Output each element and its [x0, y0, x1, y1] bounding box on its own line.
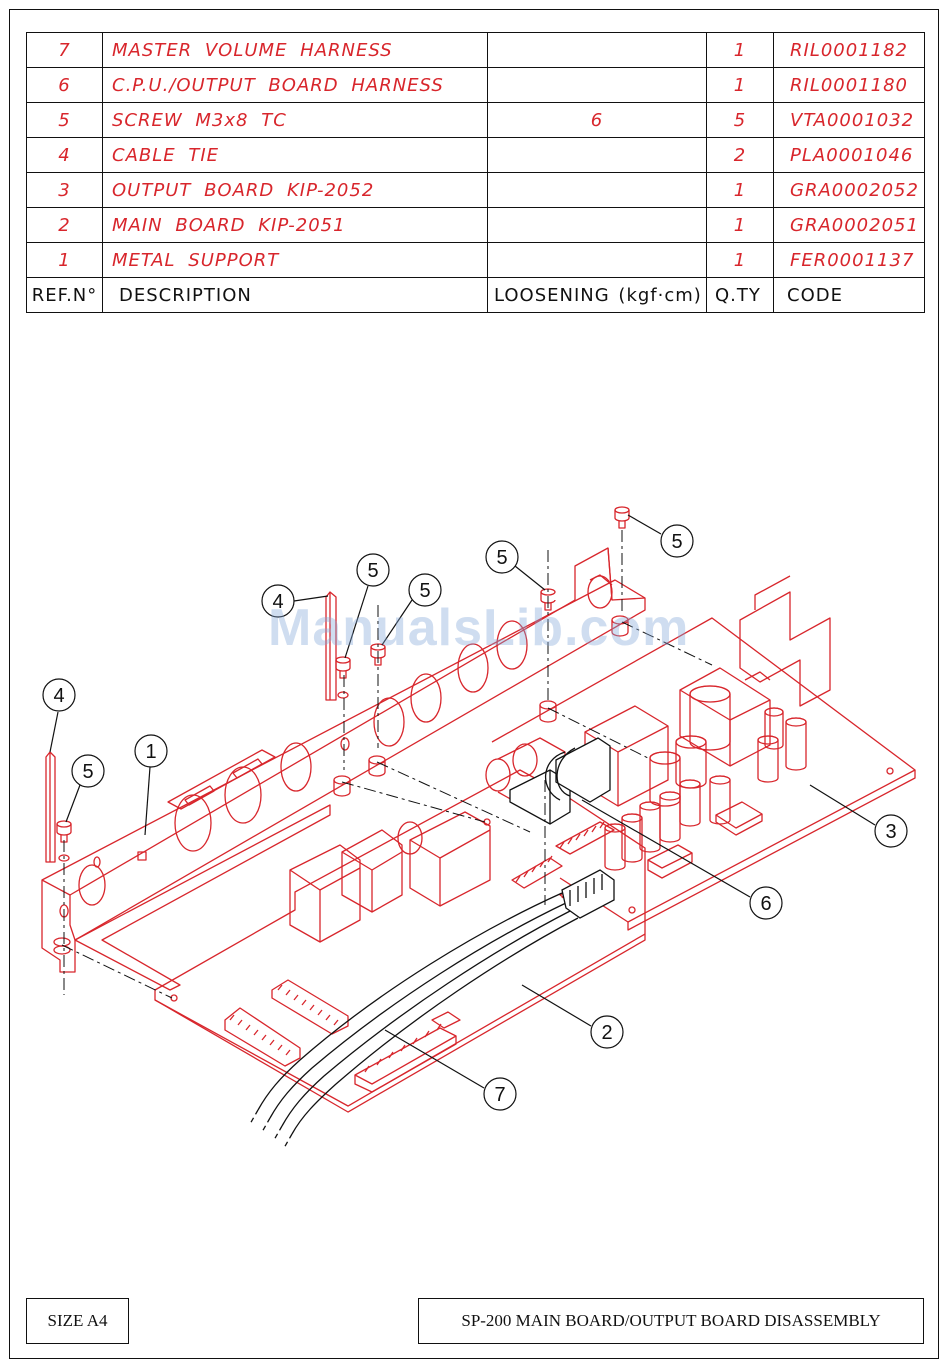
description-cell: SCREW M3x8 TC [102, 102, 488, 138]
parts-row: 5 SCREW M3x8 TC 6 5 VTA0001032 [26, 102, 925, 138]
callout-label: 5 [82, 761, 93, 783]
callout-bubble: 2 [521, 984, 624, 1049]
loosening-cell [487, 67, 707, 103]
parts-row: 1 METAL SUPPORT 1 FER0001137 [26, 242, 925, 278]
ref-cell: 3 [26, 172, 103, 208]
callout-label: 5 [367, 560, 378, 582]
description-cell: METAL SUPPORT [102, 242, 488, 278]
callout-bubble: 4 [261, 584, 329, 618]
screws [56, 506, 630, 862]
callout-label: 5 [671, 531, 682, 553]
header-qty: Q.TY [706, 277, 774, 313]
qty-cell: 1 [706, 242, 774, 278]
loosening-cell [487, 207, 707, 243]
callout-label: 3 [885, 821, 896, 843]
parts-row: 3 OUTPUT BOARD KIP-2052 1 GRA0002052 [26, 172, 925, 208]
qty-cell: 2 [706, 137, 774, 173]
sheet-size-box: SIZE A4 [26, 1298, 129, 1344]
screw [335, 656, 351, 679]
header-code: CODE [773, 277, 925, 313]
parts-row: 6 C.P.U./OUTPUT BOARD HARNESS 1 RIL00011… [26, 67, 925, 103]
callout-bubble: 5 [381, 573, 442, 646]
callouts: 4 5 1 4 5 5 5 [42, 514, 908, 1111]
callout-bubble: 5 [65, 754, 105, 823]
loosening-cell [487, 242, 707, 278]
callout-bubble: 5 [627, 514, 694, 558]
qty-cell: 1 [706, 67, 774, 103]
callout-bubble: 1 [134, 734, 168, 836]
sheet-size-label: SIZE A4 [47, 1311, 108, 1330]
parts-table-header: REF.N° DESCRIPTION LOOSENING (kgf·cm) Q.… [26, 277, 925, 313]
header-description: DESCRIPTION [102, 277, 488, 313]
main-board [154, 737, 646, 1113]
qty-cell: 1 [706, 32, 774, 68]
callout-label: 2 [601, 1022, 612, 1044]
callout-label: 4 [53, 685, 64, 707]
assembly-drawing [41, 506, 916, 1113]
parts-table: 7 MASTER VOLUME HARNESS 1 RIL0001182 6 C… [26, 32, 925, 313]
callout-bubble: 5 [344, 553, 390, 659]
callout-label: 7 [494, 1084, 505, 1106]
description-cell: OUTPUT BOARD KIP-2052 [102, 172, 488, 208]
loosening-cell [487, 137, 707, 173]
ref-cell: 6 [26, 67, 103, 103]
screw [614, 506, 630, 529]
header-loosening: LOOSENING (kgf·cm) [487, 277, 707, 313]
qty-cell: 1 [706, 172, 774, 208]
harnesses [249, 737, 615, 1149]
output-board-harness [509, 737, 611, 825]
callout-label: 5 [419, 580, 430, 602]
code-cell: VTA0001032 [773, 102, 925, 138]
description-cell: MASTER VOLUME HARNESS [102, 32, 488, 68]
watermark: ManualsLib.com [268, 599, 690, 657]
qty-cell: 5 [706, 102, 774, 138]
callout-bubble: 6 [581, 799, 783, 920]
code-cell: FER0001137 [773, 242, 925, 278]
ref-cell: 2 [26, 207, 103, 243]
callout-bubble: 5 [485, 540, 546, 591]
callout-label: 5 [496, 547, 507, 569]
master-volume-harness [249, 869, 615, 1149]
drawing-title: SP-200 MAIN BOARD/OUTPUT BOARD DISASSEMB… [461, 1311, 881, 1330]
callout-bubble: 7 [384, 1029, 517, 1111]
cable-ties [45, 591, 337, 863]
drawing-title-box: SP-200 MAIN BOARD/OUTPUT BOARD DISASSEMB… [418, 1298, 924, 1344]
description-cell: MAIN BOARD KIP-2051 [102, 207, 488, 243]
callout-label: 4 [272, 591, 283, 613]
code-cell: GRA0002052 [773, 172, 925, 208]
parts-row: 7 MASTER VOLUME HARNESS 1 RIL0001182 [26, 32, 925, 68]
callout-bubble: 4 [42, 678, 76, 753]
parts-row: 2 MAIN BOARD KIP-2051 1 GRA0002051 [26, 207, 925, 243]
code-cell: GRA0002051 [773, 207, 925, 243]
callout-label: 1 [145, 741, 156, 763]
screw [56, 820, 72, 843]
callout-label: 6 [760, 893, 771, 915]
drawing-frame [9, 9, 939, 1359]
header-ref: REF.N° [26, 277, 103, 313]
metal-support [41, 547, 646, 991]
callout-bubble: 3 [809, 784, 908, 848]
code-cell: PLA0001046 [773, 137, 925, 173]
ref-cell: 4 [26, 137, 103, 173]
center-lines [61, 530, 713, 999]
